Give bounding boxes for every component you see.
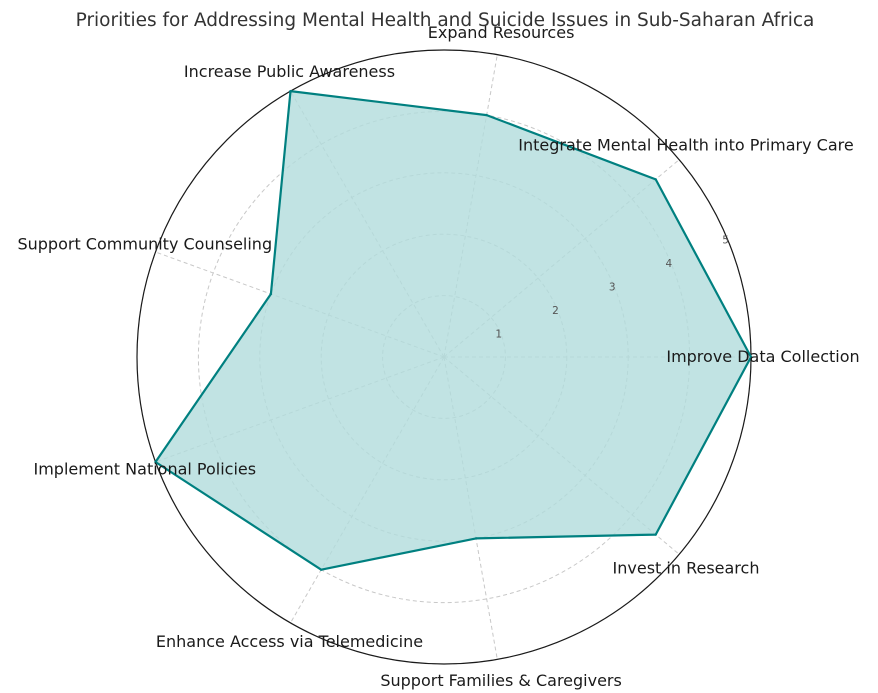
tick-label: 3: [609, 282, 616, 294]
category-labels: Improve Data Collection Integrate Mental …: [17, 23, 859, 690]
tick-label: 1: [495, 329, 502, 341]
data-point-increase-public-awareness: [289, 89, 292, 93]
category-label-invest-in-research: Invest in Research: [613, 559, 760, 578]
category-label-improve-data-collection: Improve Data Collection: [666, 347, 859, 366]
data-series: [154, 89, 753, 571]
category-label-enhance-access-via-telemedicine: Enhance Access via Telemedicine: [156, 632, 423, 651]
data-point-improve-data-collection: [749, 355, 753, 359]
tick-label: 5: [722, 235, 729, 247]
category-label-expand-resources: Expand Resources: [428, 23, 575, 42]
category-label-support-community-counseling: Support Community Counseling: [17, 235, 272, 254]
chart-title: Priorities for Addressing Mental Health …: [76, 10, 815, 31]
category-label-support-families-caregivers: Support Families & Caregivers: [380, 671, 622, 690]
category-label-integrate-mental-health-into-primary-care: Integrate Mental Health into Primary Car…: [518, 136, 853, 155]
data-point-implement-national-policies: [154, 460, 157, 464]
data-point-support-community-counseling: [269, 292, 273, 296]
tick-label: 2: [552, 305, 559, 317]
data-point-integrate-mental-health-into-primary-care: [654, 178, 657, 181]
radial-ticks: 1 2 3 4 5: [495, 235, 729, 341]
data-point-support-families-caregivers: [474, 537, 478, 540]
data-point-expand-resources: [485, 113, 488, 117]
data-point-enhance-access-via-telemedicine: [320, 568, 323, 571]
series-area: [154, 89, 753, 571]
tick-label: 4: [666, 258, 673, 270]
category-label-increase-public-awareness: Increase Public Awareness: [184, 62, 395, 81]
data-point-invest-in-research: [654, 533, 657, 536]
category-label-implement-national-policies: Implement National Policies: [33, 460, 256, 479]
